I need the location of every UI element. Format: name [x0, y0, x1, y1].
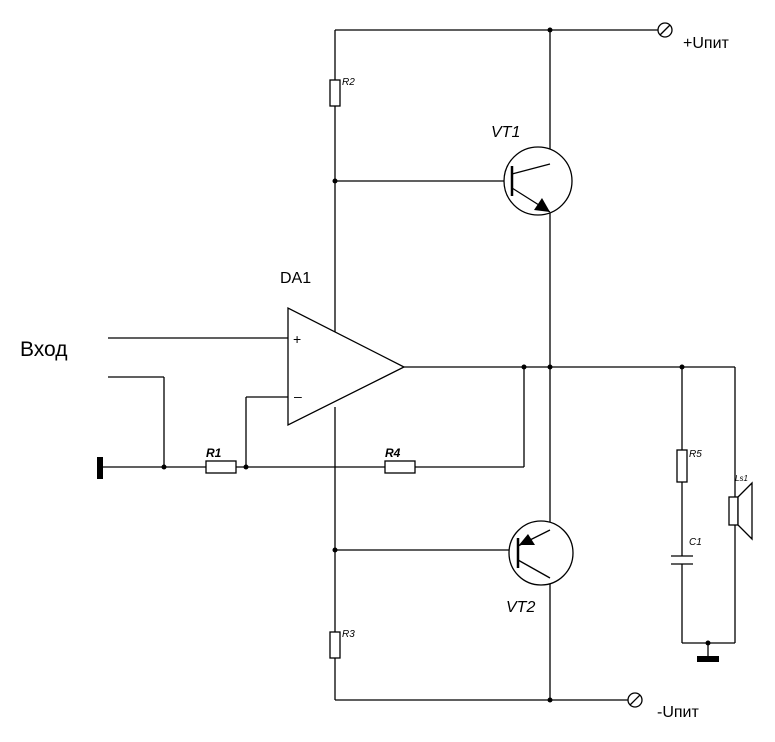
vt1-label: VT1 — [491, 124, 520, 141]
vplus-label: +Uпит — [683, 35, 730, 52]
capacitor-c1 — [671, 555, 693, 565]
r3-label: R3 — [342, 629, 355, 640]
resistor-r1 — [205, 460, 237, 474]
opamp-minus-symbol: – — [294, 388, 302, 404]
opamp-label: DA1 — [280, 270, 311, 287]
junctions — [161, 27, 711, 703]
wires — [100, 29, 736, 701]
transistor-vt1 — [503, 146, 573, 216]
speaker-ls1 — [728, 481, 753, 541]
resistor-r3 — [329, 631, 341, 659]
input-ground-symbol — [97, 457, 103, 479]
resistor-r2 — [329, 79, 341, 107]
r4-label: R4 — [385, 446, 401, 460]
r2-label: R2 — [342, 77, 355, 88]
vplus-terminal — [657, 22, 673, 38]
resistor-r4 — [384, 460, 416, 474]
vminus-terminal — [627, 692, 643, 708]
load-ground-symbol — [697, 656, 719, 662]
resistor-r5 — [676, 449, 688, 483]
opamp-plus-symbol: + — [293, 331, 301, 347]
r5-label: R5 — [689, 449, 702, 460]
ls1-label: Ls1 — [735, 474, 748, 483]
vt2-label: VT2 — [506, 599, 535, 616]
c1-label: C1 — [689, 537, 702, 548]
vminus-label: -Uпит — [657, 704, 699, 721]
opamp-da1: + – — [287, 306, 406, 427]
input-label: Вход — [20, 338, 68, 361]
transistor-vt2 — [508, 520, 574, 586]
r1-label: R1 — [206, 446, 222, 460]
